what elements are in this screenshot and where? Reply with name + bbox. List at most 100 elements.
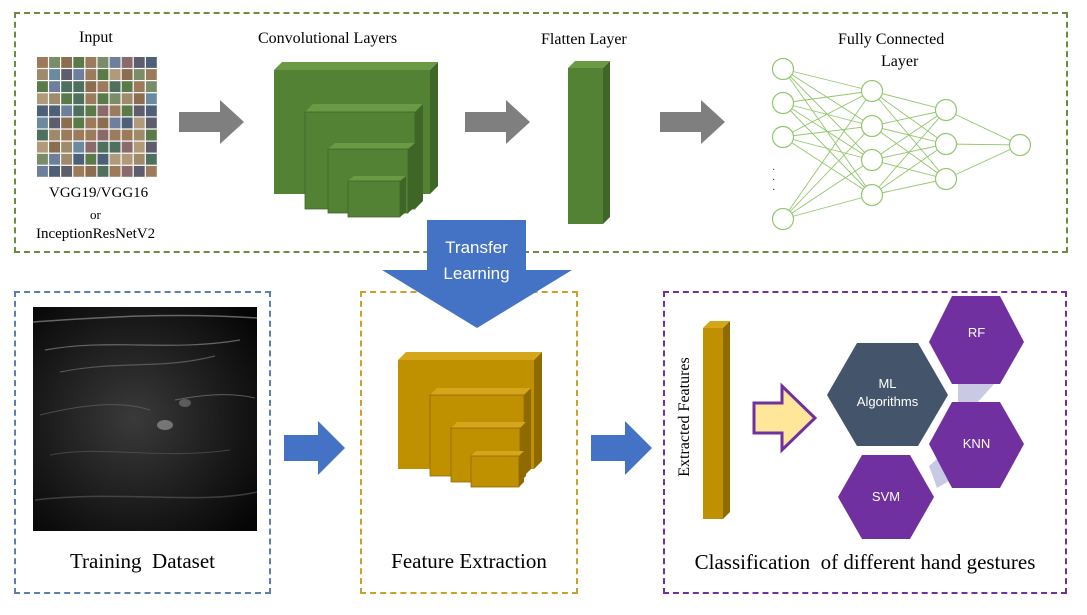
input-image-grid: [37, 57, 157, 177]
transfer-learning-arrow: [382, 220, 572, 328]
input-thumbnail: [49, 93, 60, 105]
input-thumbnail: [97, 141, 109, 153]
input-thumbnail: [61, 165, 73, 177]
input-thumbnail: [49, 141, 60, 153]
classification-panel: [663, 291, 1067, 594]
input-thumbnail: [37, 165, 48, 177]
flatten-layer-title: Flatten Layer: [541, 31, 627, 48]
fc-neuron: [934, 132, 958, 156]
fc-connection: [871, 109, 947, 161]
input-thumbnail: [85, 153, 97, 165]
fc-connection: [782, 68, 873, 127]
rf-label: RF: [967, 325, 986, 340]
fc-connection: [871, 109, 947, 127]
input-thumbnail: [73, 69, 85, 80]
feature-extraction-caption: Feature Extraction: [391, 549, 547, 573]
fc-connection: [782, 90, 873, 104]
fc-neuron: [860, 183, 884, 207]
input-thumbnail: [109, 117, 121, 129]
input-thumbnail: [121, 165, 133, 177]
fc-neuron: [934, 167, 958, 191]
transfer-learning-line2: Learning: [443, 264, 510, 283]
input-thumbnail: [133, 141, 145, 153]
ultrasound-image: [32, 307, 258, 531]
knn-hex: [929, 402, 1024, 488]
input-thumbnail: [37, 105, 48, 117]
input-thumbnail: [85, 69, 97, 80]
knn-label: KNN: [962, 436, 991, 451]
input-thumbnail: [97, 153, 109, 165]
input-thumbnail: [61, 93, 73, 105]
input-thumbnail: [85, 129, 97, 141]
fc-connection: [782, 125, 873, 220]
fc-connection: [782, 194, 873, 220]
svm-hex: [838, 455, 934, 539]
input-thumbnail: [145, 57, 157, 68]
input-thumbnail: [37, 141, 48, 153]
input-thumbnail: [109, 105, 121, 117]
input-thumbnail: [121, 141, 133, 153]
input-thumbnail: [61, 81, 73, 93]
fc-layer-title-line1: Fully Connected: [838, 31, 945, 48]
input-thumbnail: [49, 57, 60, 68]
input-thumbnail: [109, 57, 121, 68]
input-thumbnail: [109, 69, 121, 80]
input-thumbnail: [37, 81, 48, 93]
input-thumbnail: [97, 129, 109, 141]
fc-connection: [945, 109, 1021, 146]
input-thumbnail: [73, 129, 85, 141]
input-thumbnail: [37, 69, 48, 80]
input-thumbnail: [121, 105, 133, 117]
input-thumbnail: [73, 93, 85, 105]
classification-caption: Classification of different hand gesture…: [694, 550, 1036, 574]
flatten-layer-bar: [568, 61, 610, 224]
fc-neuron: [771, 125, 795, 149]
fc-connection: [945, 144, 1021, 180]
ml-algorithms-line1: ML: [878, 376, 897, 391]
model-label-line2: or: [90, 207, 101, 222]
fc-connection: [782, 136, 873, 161]
ml-algorithms-hex: [827, 343, 948, 446]
extracted-features-label: Extracted Features: [676, 357, 693, 477]
input-thumbnail: [97, 81, 109, 93]
extracted-features-bar: [703, 321, 730, 519]
input-thumbnail: [145, 165, 157, 177]
input-thumbnail: [85, 93, 97, 105]
input-thumbnail: [121, 153, 133, 165]
fc-neuron: [860, 79, 884, 103]
fc-connection: [782, 68, 873, 92]
gray-arrow-3: [660, 100, 725, 144]
input-thumbnail: [97, 105, 109, 117]
input-thumbnail: [97, 117, 109, 129]
input-thumbnail: [121, 117, 133, 129]
input-thumbnail: [145, 81, 157, 93]
input-thumbnail: [61, 153, 73, 165]
gray-arrow-2: [465, 100, 530, 144]
cnn-pipeline-panel: [14, 12, 1068, 253]
input-thumbnail: [85, 105, 97, 117]
input-thumbnail: [73, 57, 85, 68]
input-thumbnail: [73, 153, 85, 165]
model-label-line3: InceptionResNetV2: [36, 226, 156, 242]
input-thumbnail: [97, 165, 109, 177]
input-thumbnail: [73, 105, 85, 117]
input-thumbnail: [85, 141, 97, 153]
fc-neuron: [860, 148, 884, 172]
input-thumbnail: [145, 93, 157, 105]
input-thumbnail: [133, 93, 145, 105]
training-dataset-panel: [14, 291, 271, 594]
input-thumbnail: [145, 69, 157, 80]
input-thumbnail: [49, 105, 60, 117]
input-thumbnail: [109, 93, 121, 105]
input-thumbnail: [73, 165, 85, 177]
fc-connection: [871, 109, 947, 196]
input-thumbnail: [145, 153, 157, 165]
fc-neuron: [934, 98, 958, 122]
input-thumbnail: [37, 93, 48, 105]
fc-neuron: [860, 114, 884, 138]
ml-algorithms-line2: Algorithms: [856, 394, 919, 409]
conv-layers-title: Convolutional Layers: [258, 30, 398, 47]
input-thumbnail: [133, 81, 145, 93]
fc-neuron: [771, 57, 795, 81]
